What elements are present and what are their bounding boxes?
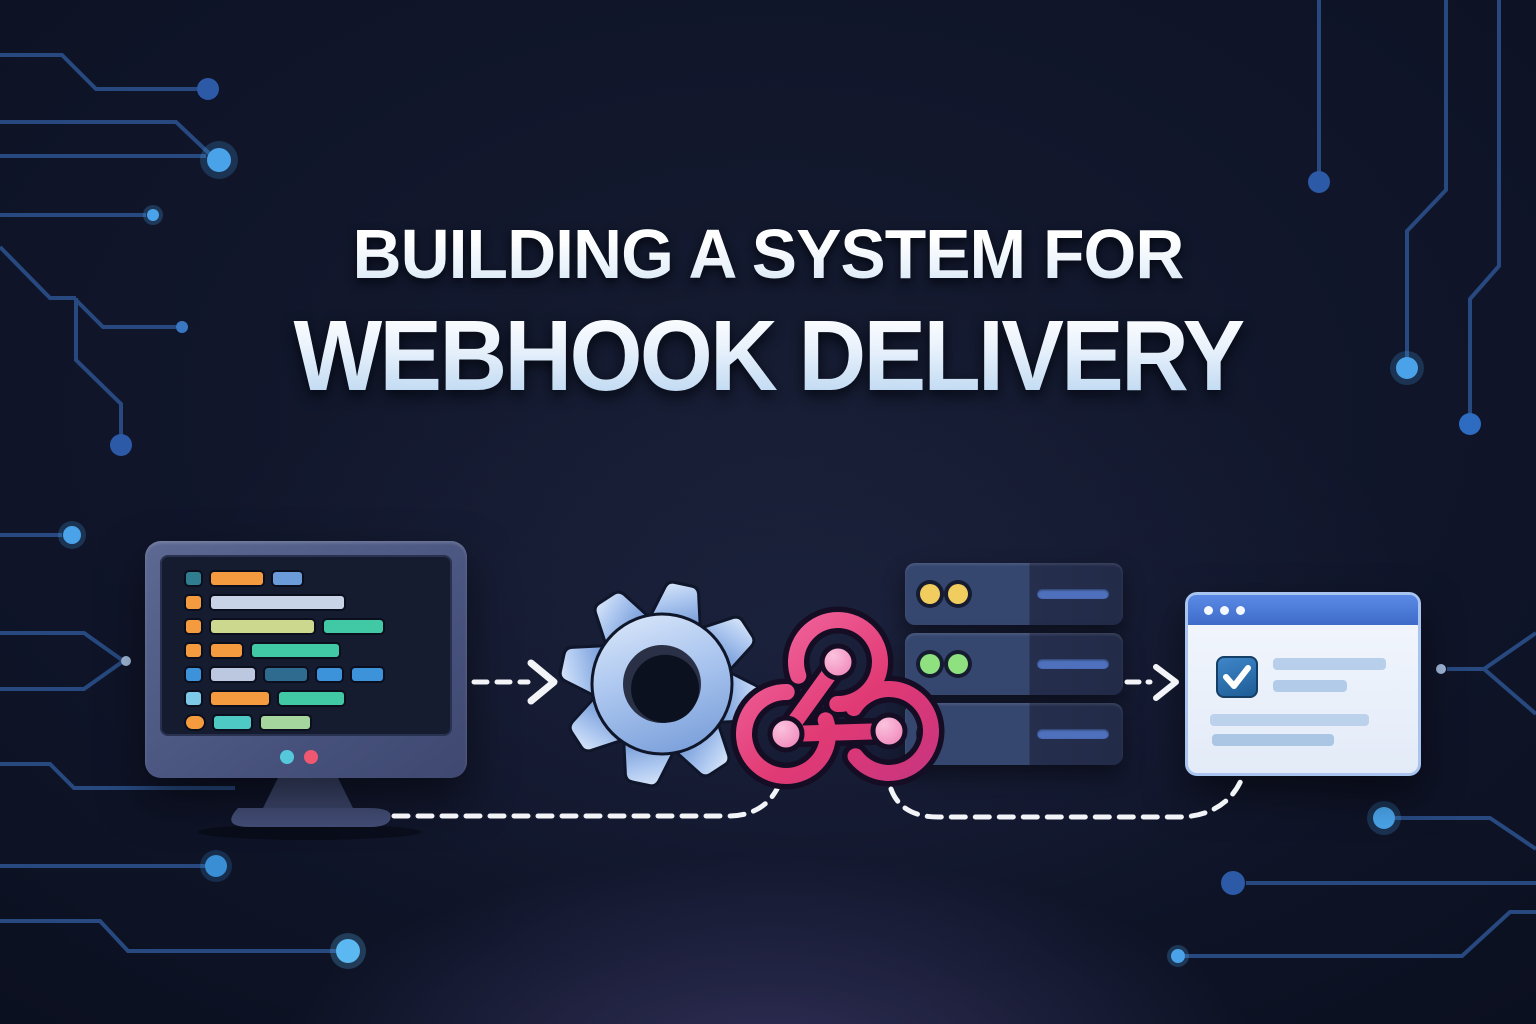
code-row (186, 618, 383, 634)
code-bar (279, 691, 344, 705)
code-row (186, 714, 383, 730)
browser-text-line (1212, 734, 1334, 746)
code-chip (186, 571, 201, 585)
dashed-connector-path (391, 775, 1245, 820)
code-bar (252, 643, 339, 657)
code-bar (261, 715, 310, 729)
code-rows (186, 570, 383, 734)
server-leds (920, 724, 940, 744)
server-unit-2 (905, 633, 1123, 695)
code-chip (186, 667, 201, 681)
code-bar (211, 691, 269, 705)
browser-text-line (1273, 680, 1347, 692)
browser-text-line (1210, 714, 1369, 726)
window-control-dot (1204, 605, 1213, 615)
monitor-screen (160, 555, 452, 736)
monitor-power-dot-cyan (280, 750, 294, 764)
gear-icon (555, 577, 769, 791)
server-led (948, 654, 968, 674)
monitor-stand (198, 776, 422, 840)
code-bar (214, 715, 251, 729)
title-line-2: WEBHOOK DELIVERY (46, 299, 1490, 414)
code-row (186, 690, 383, 706)
code-row (186, 570, 383, 586)
code-bar (211, 595, 344, 609)
code-chip (186, 595, 201, 609)
dashed-arrow-icon (471, 659, 558, 705)
dashed-arrow-icon (1124, 664, 1179, 701)
window-control-dot (1236, 605, 1245, 615)
code-chip (186, 643, 201, 657)
code-bar (273, 571, 302, 585)
server-leds (920, 654, 968, 674)
code-bar (211, 571, 263, 585)
code-bar (317, 667, 342, 681)
code-bar (211, 643, 242, 657)
code-chip (186, 715, 204, 729)
checkbox-checked-icon (1216, 656, 1258, 698)
browser-titlebar (1188, 595, 1418, 625)
code-chip (186, 619, 201, 633)
server-drive-slot (1037, 659, 1109, 669)
server-unit-1 (905, 563, 1123, 625)
window-control-dot (1220, 605, 1229, 615)
webhook-node (870, 712, 908, 750)
code-row (186, 642, 383, 658)
server-led (920, 654, 940, 674)
circuit-node-dots (58, 78, 1481, 969)
monitor-power-dot-red (304, 750, 318, 764)
code-row (186, 666, 383, 682)
server-led (920, 724, 940, 744)
code-chip (186, 691, 201, 705)
browser-check-icon (1185, 592, 1421, 776)
code-bar (352, 667, 383, 681)
server-leds (920, 584, 968, 604)
code-bar (265, 667, 307, 681)
code-row (186, 594, 383, 610)
code-bar (211, 667, 255, 681)
server-unit-3 (905, 703, 1123, 765)
webhook-node (767, 715, 805, 753)
webhook-icon (730, 606, 945, 790)
webhook-node (819, 643, 857, 681)
server-drive-slot (1037, 729, 1109, 739)
code-bar (324, 619, 383, 633)
server-led (948, 584, 968, 604)
server-led (920, 584, 940, 604)
browser-text-line (1273, 658, 1386, 670)
circuit-traces (0, 0, 1536, 958)
code-bar (211, 619, 314, 633)
monitor-code-icon (145, 541, 467, 778)
server-drive-slot (1037, 589, 1109, 599)
title-line-1: BUILDING A SYSTEM FOR (23, 214, 1513, 294)
